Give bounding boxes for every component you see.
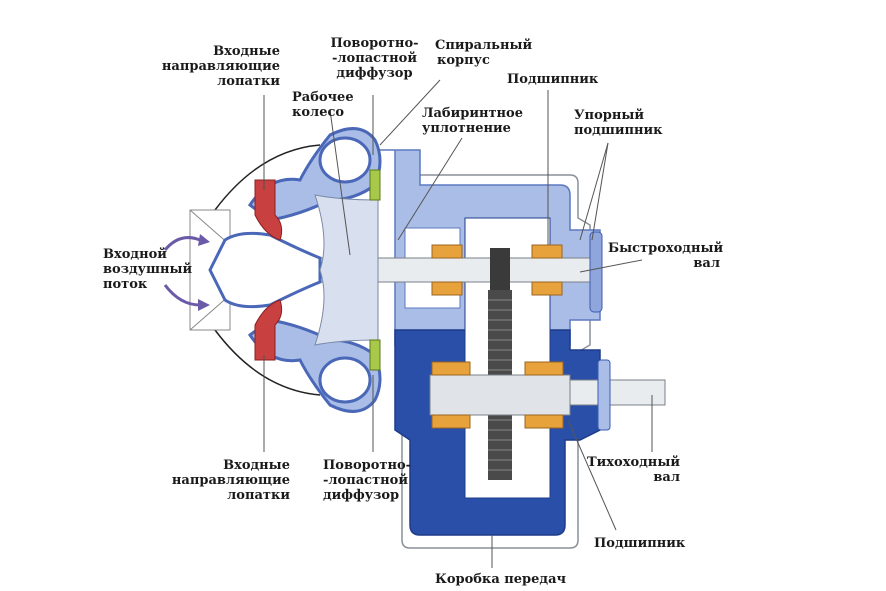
volute-bottom-ring: [318, 356, 372, 404]
bearing-left-top: [431, 244, 463, 259]
nose-cone: [208, 231, 322, 309]
diffuser-top: [369, 169, 381, 201]
inlet-line: [189, 294, 231, 331]
label-bearing-bottom: Подшипник: [594, 536, 686, 551]
shaft-flange: [589, 231, 603, 313]
label-low-speed-shaft: Тихоходный вал: [586, 455, 680, 485]
label-inlet-air-flow: Входной воздушный поток: [103, 247, 193, 292]
label-bearing-top: Подшипник: [507, 72, 599, 87]
low-bearing-right-bottom: [524, 414, 564, 429]
low-shaft-seal: [597, 359, 611, 431]
low-speed-shaft: [429, 374, 571, 416]
gearbox-outline: [401, 174, 591, 549]
low-bearing-left-top: [431, 361, 471, 376]
label-gearbox: Коробка передач: [435, 572, 567, 587]
low-bearing-left-bottom: [431, 414, 471, 429]
pinion-gear: [490, 248, 510, 293]
bearing-left-bottom: [431, 281, 463, 296]
inlet-arrow-top: [163, 236, 201, 251]
guide-vane-top: [254, 179, 283, 241]
label-volute: Спиральный корпус: [435, 38, 533, 68]
leader-lines: [263, 79, 653, 568]
impeller: [314, 194, 379, 346]
bearing-right-top: [531, 244, 563, 259]
label-impeller: Рабочее колесо: [292, 90, 354, 120]
inlet-arrow-bottom: [163, 284, 201, 307]
low-speed-shaft-end: [569, 379, 666, 406]
diffuser-bottom: [369, 339, 381, 371]
low-bearing-right-top: [524, 361, 564, 376]
label-variable-diffuser-bottom: Поворотно- -лопастной диффузор: [323, 458, 412, 503]
bearing-right-bottom: [531, 281, 563, 296]
label-thrust-bearing: Упорный подшипник: [574, 108, 663, 138]
label-inlet-guide-vanes-bottom: Входные направляющие лопатки: [171, 458, 290, 503]
arrow-head: [198, 299, 210, 311]
label-variable-diffuser-top: Поворотно- -лопастной диффузор: [330, 36, 419, 81]
label-high-speed-shaft: Быстроходный вал: [608, 241, 724, 271]
arrow-head: [198, 234, 210, 246]
label-inlet-guide-vanes-top: Входные направляющие лопатки: [161, 44, 280, 89]
guide-vane-bottom: [254, 299, 283, 361]
volute-top-ring: [318, 136, 372, 184]
inlet-line: [189, 209, 231, 246]
label-labyrinth-seal: Лабиринтное уплотнение: [422, 106, 523, 136]
